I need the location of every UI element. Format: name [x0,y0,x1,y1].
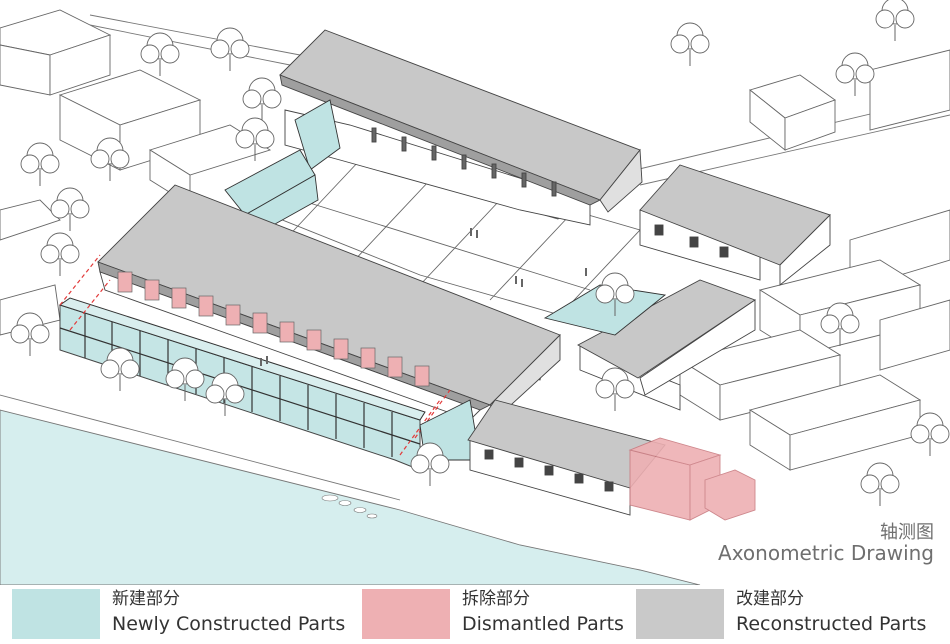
legend-label-cn: 拆除部分 [462,589,530,609]
context-buildings-right [678,49,950,471]
legend-label-en: Dismantled Parts [462,613,624,635]
legend-label-cn: 新建部分 [112,589,180,609]
lower-east-house [577,279,756,411]
north-building [279,29,643,226]
site-plan [0,0,950,585]
caption-title-en: Axonometric Drawing [718,541,934,565]
new-pavilion [543,284,667,336]
people [260,228,587,366]
legend-swatch-dismantled [362,589,450,639]
dismantled-block [628,437,756,521]
legend-text-dismantled: 拆除部分 Dismantled Parts [462,585,624,637]
caption-title-cn: 轴测图 [880,522,934,543]
legend-label-en: Newly Constructed Parts [112,613,346,635]
east-house [639,164,831,286]
legend-label-cn: 改建部分 [736,589,804,609]
south-east-house [467,399,666,516]
legend-text-new: 新建部分 Newly Constructed Parts [112,585,345,637]
legend-label-en: Reconstructed Parts [736,613,927,635]
boats [321,494,378,519]
legend-swatch-new [12,589,100,639]
main-south-building [97,184,561,421]
legend-swatch-reconstructed [636,589,724,639]
axonometric-drawing: 轴测图 Axonometric Drawing [0,0,950,585]
river [0,409,701,585]
dismantled-panels [117,271,430,387]
legend-text-reconstructed: 改建部分 Reconstructed Parts [736,585,926,637]
legend: 新建部分 Newly Constructed Parts 拆除部分 Disman… [0,585,950,644]
